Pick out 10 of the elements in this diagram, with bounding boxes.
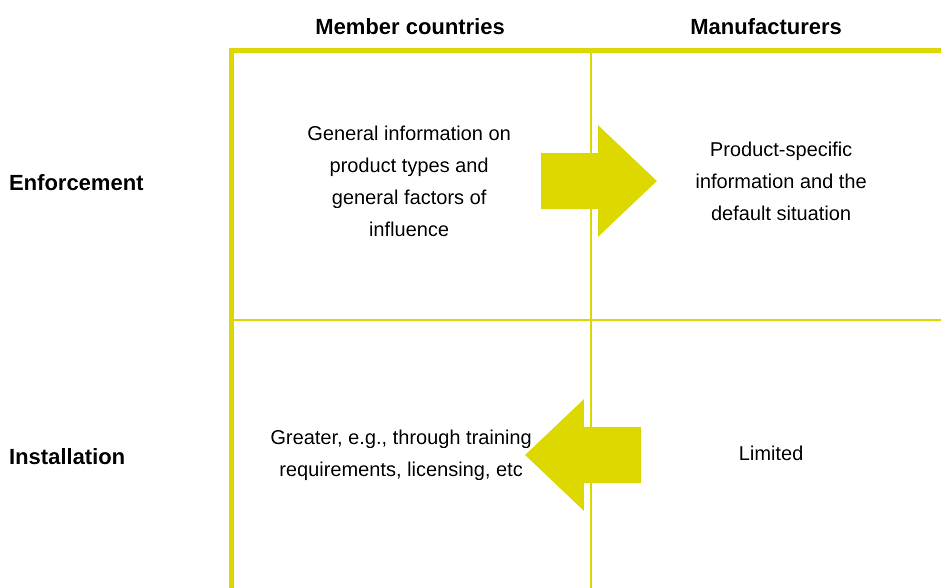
block-arrow <box>541 125 657 237</box>
cell-text: Limited <box>738 442 804 467</box>
cell-text: Product-specific information and the default situation <box>694 138 868 227</box>
cell-text: Greater, e.g., through training requirements, licensing, etc <box>269 426 533 483</box>
row-header: Installation <box>9 443 126 471</box>
row-header: Enforcement <box>9 169 144 197</box>
column-header: Member countries <box>314 13 506 41</box>
column-header: Manufacturers <box>689 13 843 41</box>
block-arrow <box>525 399 641 511</box>
cell-text: General information on product types and general factors of influence <box>306 122 512 243</box>
